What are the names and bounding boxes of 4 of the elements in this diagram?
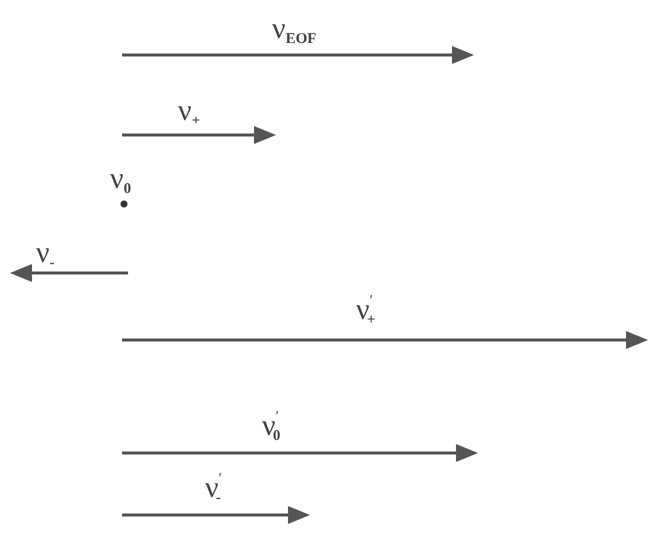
velocity-label: ν$_{+}$: [178, 96, 200, 129]
velocity-label: ν$_{-}$: [36, 238, 55, 271]
velocity-label: ν$_{0}$: [110, 164, 132, 197]
velocity-label: ν$_{EOF}$: [272, 14, 316, 47]
